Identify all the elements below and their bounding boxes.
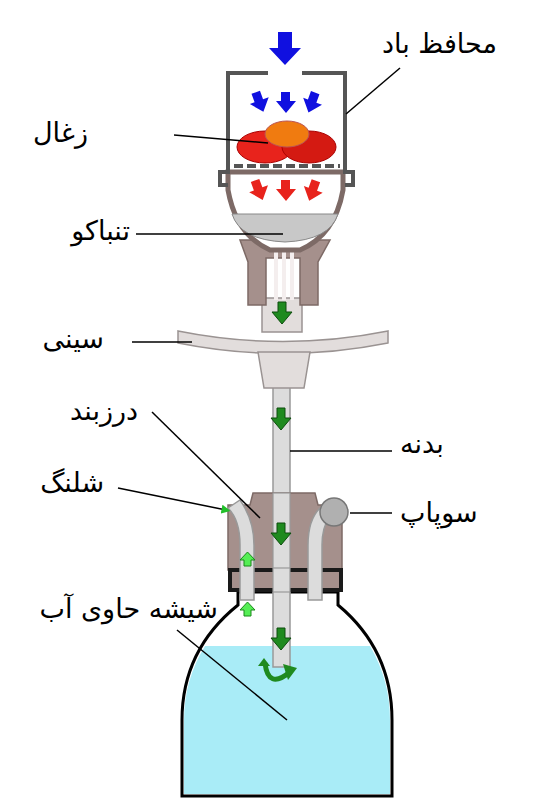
- part-label: تنباکو: [71, 215, 130, 247]
- smoke-arrows: [246, 177, 326, 204]
- air-arrow: [269, 32, 301, 65]
- part-label: سینی: [43, 323, 104, 355]
- bowl: [228, 172, 343, 250]
- part-label: زغال: [33, 117, 88, 149]
- coal: [265, 121, 309, 147]
- tray-funnel: [258, 352, 310, 388]
- part-label: شیشه حاوی آب: [39, 593, 218, 625]
- up-arrows: [240, 552, 255, 616]
- part-label: محافظ باد: [382, 28, 497, 60]
- wind-guard: [220, 73, 268, 185]
- tray: [178, 331, 388, 354]
- part-label: بدنه: [400, 428, 444, 460]
- perforated-plate: [234, 164, 340, 168]
- hose-tube: [228, 500, 254, 600]
- part-label: سوپاپ: [400, 497, 478, 529]
- flow-arrows: [271, 302, 292, 650]
- part-label: درزبند: [70, 395, 138, 427]
- valve: [320, 498, 348, 526]
- part-label: شلنگ: [40, 467, 104, 499]
- tobacco: [232, 214, 338, 242]
- hose-leader: [118, 488, 226, 510]
- air-arrows: [247, 89, 325, 116]
